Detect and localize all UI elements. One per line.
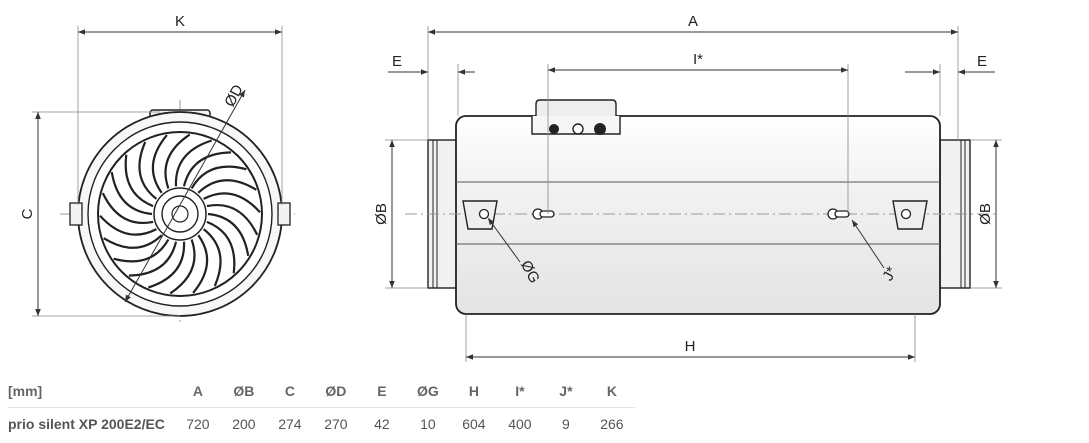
model-name: prio silent XP 200E2/EC <box>8 416 165 432</box>
dim-e-right-label: E <box>977 53 987 70</box>
header-h: H <box>450 375 497 408</box>
header-j: J* <box>542 375 589 408</box>
side-view: A E E I* ØB ØB ØG J* <box>373 13 1002 362</box>
dim-c-label: C <box>19 208 36 219</box>
value-i: 400 <box>508 416 532 432</box>
value-g: 10 <box>420 416 436 432</box>
dim-h-label: H <box>685 338 696 355</box>
value-h: 604 <box>462 416 486 432</box>
value-b: 200 <box>232 416 256 432</box>
header-i: I* <box>496 375 543 408</box>
dim-d-label: ØD <box>221 82 247 110</box>
value-e: 42 <box>374 416 390 432</box>
header-e: E <box>358 375 405 408</box>
spec-header-row: [mm] A ØB C ØD E ØG H I* J* K <box>8 375 635 408</box>
header-d: ØD <box>312 375 359 408</box>
value-k: 266 <box>600 416 624 432</box>
dim-i-label: I* <box>693 51 703 68</box>
dim-b-left-label: ØB <box>373 203 390 225</box>
value-j: 9 <box>562 416 570 432</box>
header-b: ØB <box>220 375 267 408</box>
header-c: C <box>266 375 313 408</box>
dim-e-left-label: E <box>392 53 402 70</box>
table-row: prio silent XP 200E2/EC 720 200 274 270 … <box>8 408 635 441</box>
header-g: ØG <box>404 375 451 408</box>
value-d: 270 <box>324 416 348 432</box>
value-c: 274 <box>278 416 302 432</box>
technical-drawing: K C ØD <box>19 13 1002 362</box>
header-k: K <box>588 375 635 408</box>
dim-k-label: K <box>175 13 185 30</box>
spec-table: [mm] A ØB C ØD E ØG H I* J* K prio silen… <box>8 375 635 440</box>
value-a: 720 <box>186 416 210 432</box>
header-unit: [mm] <box>8 375 175 408</box>
header-a: A <box>174 375 221 408</box>
dim-b-right-label: ØB <box>977 203 994 225</box>
front-view: K C ØD <box>19 13 295 322</box>
dim-a-label: A <box>688 13 698 30</box>
